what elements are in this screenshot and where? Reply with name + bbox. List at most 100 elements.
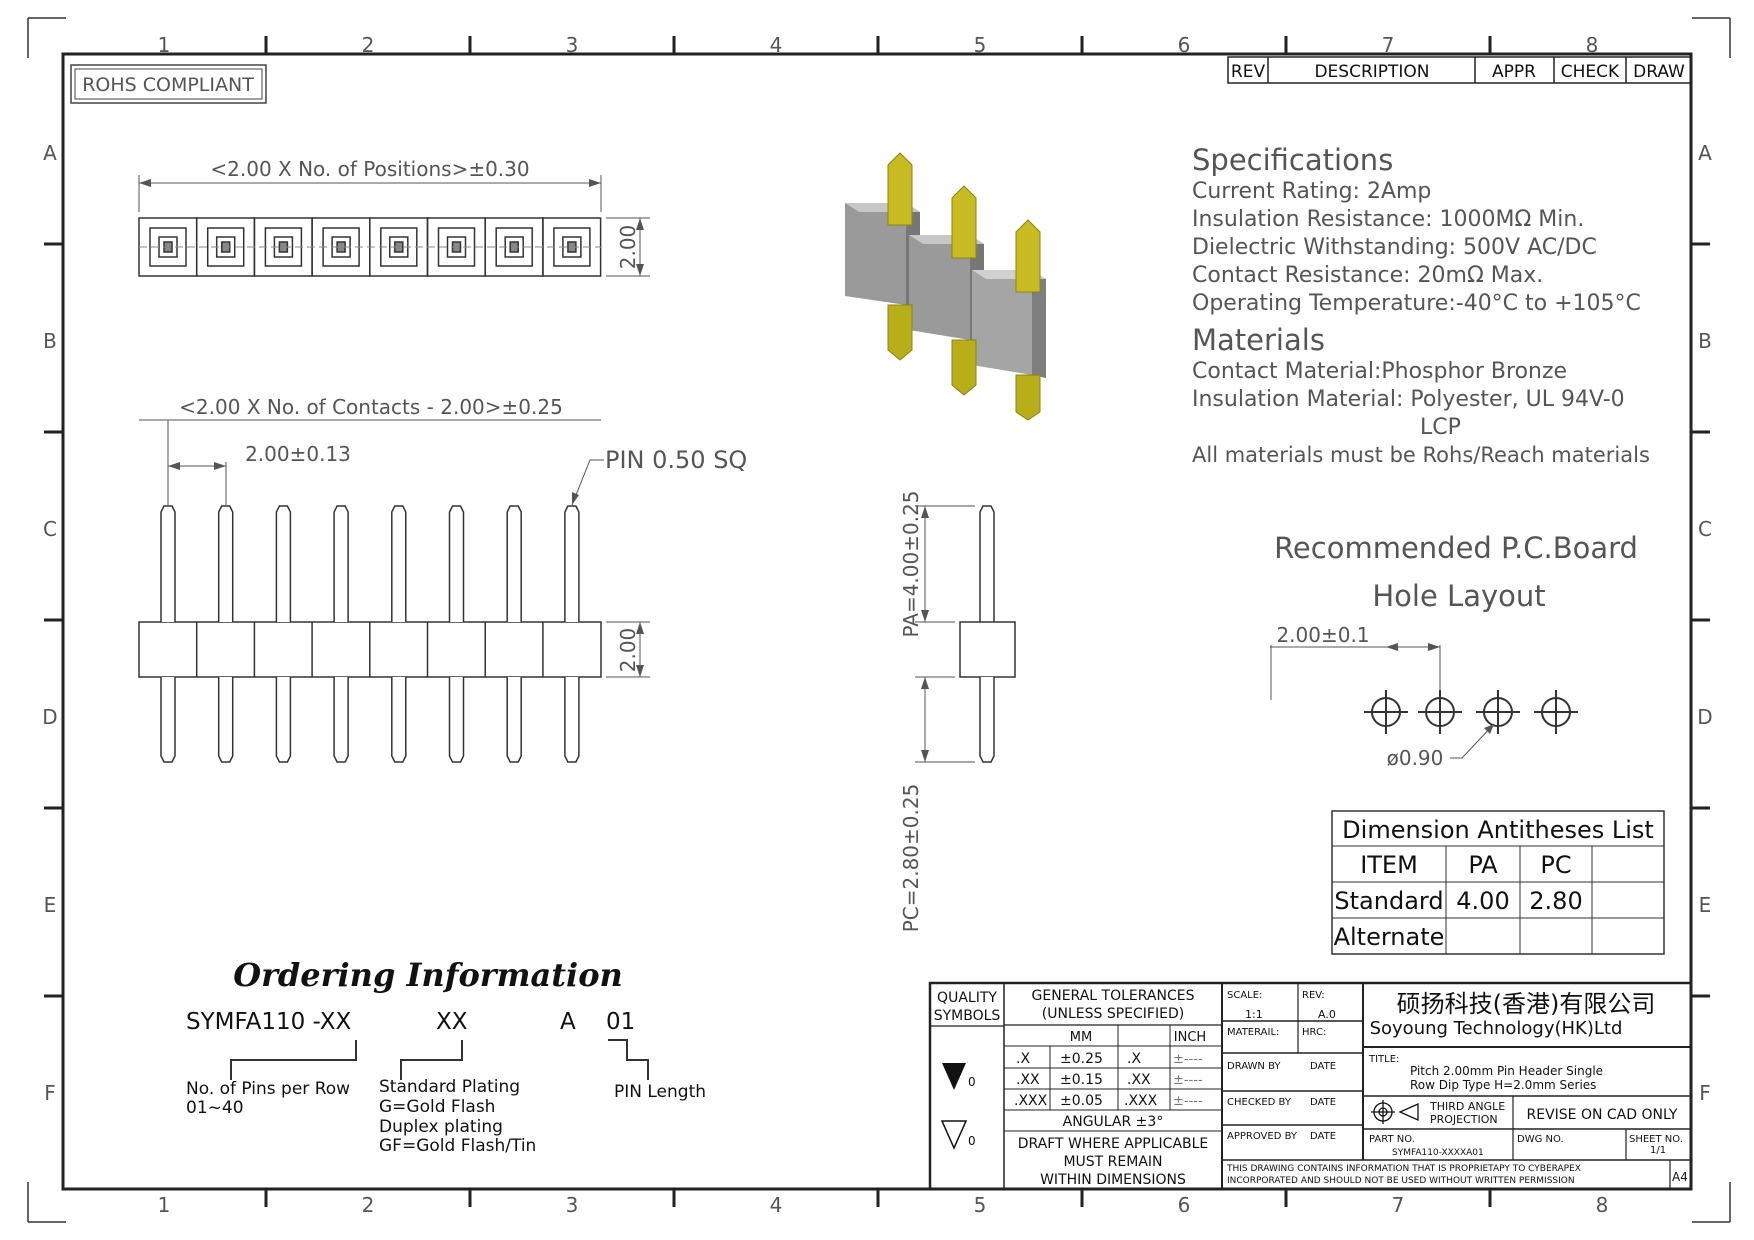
svg-text:DWG NO.: DWG NO.: [1517, 1134, 1564, 1145]
svg-text:0: 0: [968, 1075, 976, 1089]
svg-text:1/1: 1/1: [1650, 1145, 1666, 1156]
drawing-title: Row Dip Type H=2.0mm Series: [1410, 1078, 1596, 1092]
zone-row-f-right: F: [1699, 1081, 1711, 1105]
pin-length-label: PIN Length: [614, 1082, 706, 1102]
dim-table-cell: 2.80: [1529, 887, 1582, 915]
svg-text:.XX: .XX: [1127, 1072, 1151, 1088]
top-overall-dim: <2.00 X No. of Positions>±0.30: [210, 157, 529, 181]
rev-header: REV: [1231, 62, 1266, 82]
zone-col-7: 7: [1382, 33, 1395, 57]
zone-labels: 1 2 3 4 5 6 7 8 1 2 3 4 5 6 7 8 A B C D …: [42, 33, 1712, 1217]
isometric-view: [845, 152, 1046, 421]
pcb-hole-layout: Recommended P.C.Board Hole Layout 2.00±0…: [1270, 531, 1638, 770]
hole-dim: ø0.90: [1387, 746, 1444, 770]
specifications: Specifications Current Rating: 2Amp Insu…: [1192, 143, 1650, 467]
zone-col-1-bottom: 1: [158, 1193, 171, 1217]
svg-text:.XXX: .XXX: [1124, 1093, 1158, 1109]
spec-title: Specifications: [1192, 143, 1393, 177]
svg-text:TITLE:: TITLE:: [1368, 1054, 1399, 1065]
front-height-dim: 2.00: [616, 628, 640, 673]
zone-col-3-bottom: 3: [566, 1193, 579, 1217]
svg-text:MUST REMAIN: MUST REMAIN: [1063, 1154, 1162, 1170]
spec-line: Insulation Resistance: 1000MΩ Min.: [1192, 207, 1584, 232]
svg-text:PROJECTION: PROJECTION: [1430, 1113, 1498, 1126]
material-line: Contact Material:Phosphor Bronze: [1192, 359, 1567, 384]
dim-table-header: PC: [1540, 851, 1571, 879]
svg-text:APPROVED BY: APPROVED BY: [1227, 1131, 1298, 1142]
zone-row-d-right: D: [1697, 705, 1712, 729]
svg-text:DATE: DATE: [1310, 1061, 1336, 1072]
plating-code: XX: [436, 1009, 468, 1035]
top-height-dim: 2.00: [616, 225, 640, 270]
revision-block: REV DESCRIPTION APPR CHECK DRAW: [1227, 56, 1692, 84]
pa-dim: PA=4.00±0.25: [899, 490, 923, 637]
draw-header: DRAW: [1633, 62, 1685, 82]
zone-row-a: A: [43, 141, 57, 165]
pc-dim: PC=2.80±0.25: [899, 784, 923, 933]
svg-text:.XXX: .XXX: [1014, 1093, 1048, 1109]
zone-col-1: 1: [158, 33, 171, 57]
svg-text:±----: ±----: [1173, 1073, 1203, 1088]
zone-col-6-bottom: 6: [1178, 1193, 1191, 1217]
front-overall-dim: <2.00 X No. of Contacts - 2.00>±0.25: [179, 395, 563, 419]
material-line: Insulation Material: Polyester, UL 94V-0: [1192, 387, 1625, 412]
zone-col-7-bottom: 7: [1392, 1193, 1405, 1217]
zone-ticks: [44, 36, 1710, 1207]
svg-text:ANGULAR ±3°: ANGULAR ±3°: [1063, 1114, 1164, 1130]
svg-text:±0.15: ±0.15: [1060, 1072, 1103, 1088]
zone-row-e: E: [44, 893, 57, 917]
company-name-cn: 硕扬科技(香港)有限公司: [1397, 990, 1656, 1018]
dim-table-cell: Alternate: [1334, 923, 1445, 951]
ordering-information: Ordering Information SYMFA110 -XX XX A 0…: [186, 956, 706, 1156]
plating-line: GF=Gold Flash/Tin: [379, 1136, 536, 1156]
svg-text:±0.25: ±0.25: [1060, 1051, 1103, 1067]
dim-table-header: PA: [1468, 851, 1498, 879]
pins-label: No. of Pins per Row: [186, 1079, 350, 1099]
svg-text:REV:: REV:: [1302, 990, 1325, 1001]
zone-row-e-right: E: [1699, 893, 1712, 917]
front-pins: [160, 505, 580, 763]
pitch-dim: 2.00±0.13: [245, 442, 351, 466]
plating-line: G=Gold Flash: [379, 1097, 495, 1117]
spec-line: Contact Resistance: 20mΩ Max.: [1192, 263, 1543, 288]
revise-note: REVISE ON CAD ONLY: [1527, 1107, 1678, 1123]
spec-line: Current Rating: 2Amp: [1192, 179, 1431, 204]
plating-line: Duplex plating: [379, 1117, 503, 1137]
svg-text:INCH: INCH: [1174, 1030, 1206, 1045]
svg-text:CHECKED BY: CHECKED BY: [1227, 1097, 1292, 1108]
dim-table-header: ITEM: [1360, 851, 1418, 879]
svg-text:±----: ±----: [1173, 1094, 1203, 1109]
svg-text:DRAWN BY: DRAWN BY: [1227, 1061, 1281, 1072]
drawing-title: Pitch 2.00mm Pin Header Single: [1410, 1064, 1603, 1078]
zone-row-d: D: [42, 705, 57, 729]
svg-text:DRAFT WHERE APPLICABLE: DRAFT WHERE APPLICABLE: [1018, 1136, 1209, 1152]
part-code: SYMFA110 -XX: [186, 1009, 351, 1035]
zone-row-f: F: [44, 1081, 56, 1105]
spec-line: Operating Temperature:-40°C to +105°C: [1192, 291, 1641, 316]
check-header: CHECK: [1561, 62, 1620, 82]
zone-col-3: 3: [566, 33, 579, 57]
zone-col-8: 8: [1586, 33, 1599, 57]
zone-col-2: 2: [362, 33, 375, 57]
zone-col-5: 5: [974, 33, 987, 57]
dim-table-cell: Standard: [1334, 887, 1443, 915]
material-line: LCP: [1420, 415, 1461, 440]
rohs-badge: ROHS COMPLIANT: [70, 64, 267, 104]
dim-table-title: Dimension Antitheses List: [1342, 816, 1654, 844]
title-block-text: QUALITY SYMBOLS 0 0 GENERAL TOLERANCES (…: [934, 988, 1688, 1188]
materials-title: Materials: [1192, 323, 1325, 357]
description-header: DESCRIPTION: [1314, 62, 1429, 82]
front-view: <2.00 X No. of Contacts - 2.00>±0.25 2.0…: [138, 395, 747, 763]
zone-col-4-bottom: 4: [770, 1193, 783, 1217]
spec-line: Dielectric Withstanding: 500V AC/DC: [1192, 235, 1597, 260]
pcb-title: Recommended P.C.Board: [1274, 531, 1638, 565]
zone-col-4: 4: [770, 33, 783, 57]
projection-symbol: [1371, 1100, 1419, 1124]
front-body: [138, 621, 602, 678]
svg-text:A.0: A.0: [1318, 1008, 1336, 1021]
svg-text:.X: .X: [1016, 1051, 1030, 1067]
svg-text:.X: .X: [1127, 1051, 1141, 1067]
zone-col-5-bottom: 5: [974, 1193, 987, 1217]
svg-text:INCORPORATED AND SHOULD NOT BE: INCORPORATED AND SHOULD NOT BE USED WITH…: [1227, 1176, 1575, 1186]
a-code: A: [560, 1009, 576, 1035]
